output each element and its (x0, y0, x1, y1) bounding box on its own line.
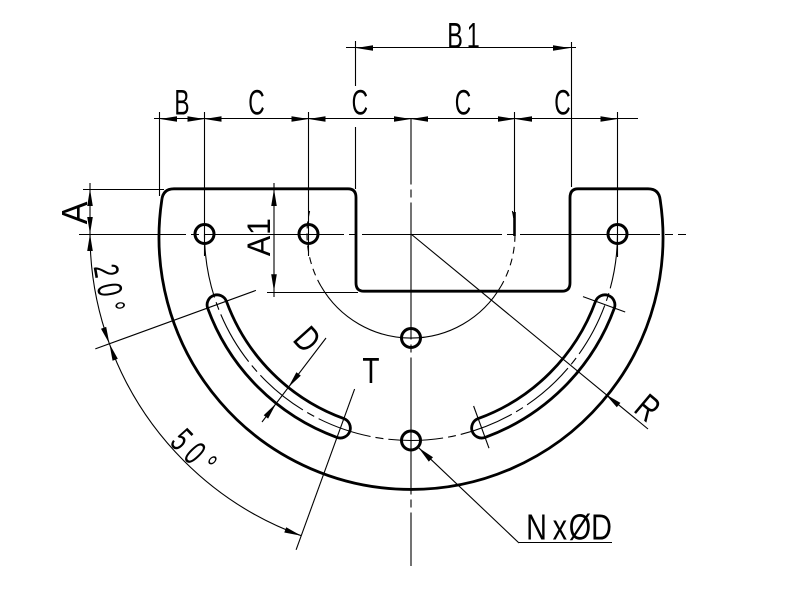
svg-text:C: C (554, 84, 570, 123)
svg-text:x: x (553, 506, 567, 547)
svg-text:1: 1 (241, 218, 277, 235)
svg-text:N: N (526, 506, 547, 547)
svg-text:B: B (174, 84, 189, 123)
svg-text:C: C (248, 84, 264, 123)
svg-text:Ø: Ø (569, 506, 591, 547)
svg-text:A: A (55, 201, 95, 224)
svg-text:A: A (241, 236, 277, 256)
svg-text:C: C (352, 84, 368, 123)
svg-text:B1: B1 (447, 17, 483, 56)
svg-text:20°: 20° (85, 261, 133, 321)
svg-text:T: T (362, 351, 379, 391)
svg-text:D: D (591, 506, 612, 547)
svg-text:C: C (455, 84, 471, 123)
